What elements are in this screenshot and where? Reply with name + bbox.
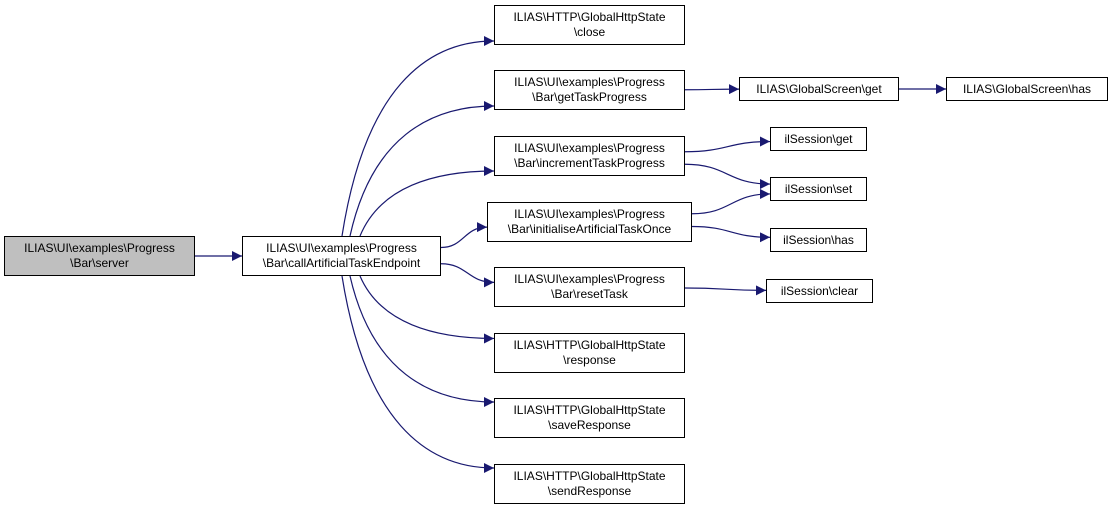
edge-callArtificialTaskEndpoint-to-close	[341, 36, 495, 237]
node-ilsession-get[interactable]: ilSession\get	[770, 127, 867, 151]
node-label-line: ILIAS\GlobalScreen\has	[962, 81, 1092, 96]
node-get-task-progress[interactable]: ILIAS\UI\examples\Progress \Bar\getTaskP…	[494, 70, 685, 110]
node-label-line: ILIAS\UI\examples\Progress	[514, 272, 665, 286]
edge-callArtificialTaskEndpoint-to-resetTask	[440, 263, 495, 288]
node-label-line: ilSession\has	[783, 232, 854, 247]
edge-resetTask-to-sessClear	[684, 285, 767, 296]
edge-initialiseArtificialTaskOnce-to-sessHas	[691, 225, 771, 243]
node-label-line: ilSession\set	[784, 181, 853, 196]
node-send-response[interactable]: ILIAS\HTTP\GlobalHttpState \sendResponse	[494, 464, 685, 504]
node-reset-task[interactable]: ILIAS\UI\examples\Progress \Bar\resetTas…	[494, 267, 685, 307]
node-label-line: ILIAS\HTTP\GlobalHttpState	[513, 338, 666, 352]
node-label-line: ILIAS\UI\examples\Progress	[24, 241, 175, 255]
node-close[interactable]: ILIAS\HTTP\GlobalHttpState \close	[494, 5, 685, 45]
edge-incrementTaskProgress-to-sessSet	[684, 163, 771, 190]
node-label-line: ILIAS\UI\examples\Progress	[514, 75, 665, 89]
node-call-artificial-task-endpoint[interactable]: ILIAS\UI\examples\Progress \Bar\callArti…	[242, 236, 441, 276]
node-response[interactable]: ILIAS\HTTP\GlobalHttpState \response	[494, 333, 685, 373]
node-label-line: ILIAS\HTTP\GlobalHttpState	[513, 403, 666, 417]
node-label-line: \Bar\resetTask	[551, 287, 628, 301]
edge-callArtificialTaskEndpoint-to-getTaskProgress	[349, 101, 495, 237]
node-label-line: ILIAS\UI\examples\Progress	[514, 141, 665, 155]
node-label-line: ilSession\clear	[780, 283, 859, 298]
node-globalscreen-get[interactable]: ILIAS\GlobalScreen\get	[739, 77, 899, 101]
node-label-line: \Bar\initialiseArtificialTaskOnce	[507, 222, 672, 236]
node-label-line: \response	[563, 353, 616, 367]
node-label-line: ilSession\get	[784, 131, 853, 146]
node-increment-task-progress[interactable]: ILIAS\UI\examples\Progress \Bar\incremen…	[494, 136, 685, 176]
node-save-response[interactable]: ILIAS\HTTP\GlobalHttpState \saveResponse	[494, 398, 685, 438]
edge-getTaskProgress-to-gsGet	[684, 84, 740, 95]
node-label-line: \Bar\callArtificialTaskEndpoint	[262, 256, 421, 270]
node-label-line: \Bar\server	[70, 256, 129, 270]
node-initialise-artificial-task-once[interactable]: ILIAS\UI\examples\Progress \Bar\initiali…	[487, 202, 692, 242]
edge-callArtificialTaskEndpoint-to-initialiseArtificialTaskOnce	[440, 222, 488, 249]
edge-initialiseArtificialTaskOnce-to-sessSet	[691, 188, 771, 215]
node-server[interactable]: ILIAS\UI\examples\Progress \Bar\server	[4, 236, 195, 276]
node-label-line: \Bar\getTaskProgress	[532, 90, 647, 104]
node-globalscreen-has[interactable]: ILIAS\GlobalScreen\has	[946, 77, 1108, 101]
node-label-line: ILIAS\HTTP\GlobalHttpState	[513, 10, 666, 24]
node-label-line: ILIAS\GlobalScreen\get	[756, 81, 882, 96]
node-ilsession-has[interactable]: ilSession\has	[770, 228, 867, 252]
node-label-line: \saveResponse	[548, 418, 631, 432]
edge-callArtificialTaskEndpoint-to-sendResponse	[341, 275, 495, 473]
node-label-line: \close	[573, 25, 606, 39]
edge-incrementTaskProgress-to-sessGet	[684, 136, 771, 153]
node-label-line: \sendResponse	[547, 484, 632, 498]
node-ilsession-set[interactable]: ilSession\set	[770, 177, 867, 201]
node-label-line: ILIAS\UI\examples\Progress	[266, 241, 417, 255]
edge-callArtificialTaskEndpoint-to-saveResponse	[349, 275, 495, 407]
node-label-line: \Bar\incrementTaskProgress	[514, 156, 665, 170]
node-ilsession-clear[interactable]: ilSession\clear	[766, 279, 873, 303]
node-label-line: ILIAS\HTTP\GlobalHttpState	[513, 469, 666, 483]
edge-callArtificialTaskEndpoint-to-incrementTaskProgress	[359, 166, 495, 237]
edge-callArtificialTaskEndpoint-to-response	[359, 275, 495, 344]
node-label-line: ILIAS\UI\examples\Progress	[514, 207, 665, 221]
